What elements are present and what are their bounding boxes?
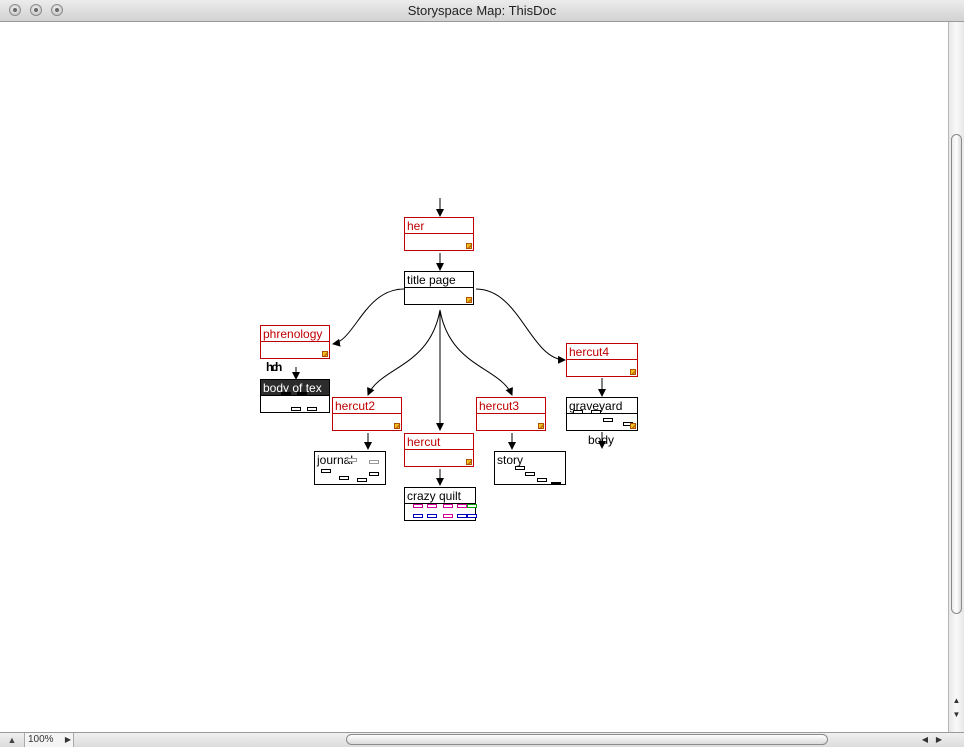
resize-handle-icon[interactable] [466,243,472,249]
zoom-arrow-icon: ▶ [64,735,71,744]
node-title: her [405,218,473,234]
child-node-thumb [537,478,547,482]
horizontal-scrollbar[interactable] [228,733,918,747]
node-crazy-quilt[interactable]: crazy quilt [404,487,477,521]
body-label: body [588,433,615,447]
vertical-scrollbar[interactable]: ▲ ▼ [948,22,964,732]
child-node-thumb [291,407,301,411]
child-node-thumb [591,410,601,414]
node-title: hercut4 [567,344,637,360]
resize-handle-icon[interactable] [630,369,636,375]
resize-handle-icon[interactable] [538,423,544,429]
node-title-page[interactable]: title page [404,271,474,305]
map-canvas[interactable]: her title page phrenology h...ch body of… [0,22,948,732]
child-node-thumb [573,410,583,414]
link-titlepage-hercut2 [367,309,441,396]
node-title: story [497,453,524,467]
node-body-of-text[interactable]: body of tex [260,379,330,413]
up-level-icon[interactable]: ▲ [7,735,17,745]
zoom-value: 100% [28,734,54,745]
child-node-thumb [347,458,357,462]
child-node-thumb [307,407,317,411]
minimize-button[interactable] [30,4,42,16]
zoom-control[interactable]: 100% ▶ [24,733,74,747]
link-titlepage-phrenology [332,288,405,347]
node-title: title page [405,272,473,288]
child-node-thumb [443,514,453,518]
scroll-right-arrow-icon[interactable]: ▶ [935,735,943,744]
child-node-thumb [281,392,291,396]
child-node-thumb [427,514,437,518]
node-title: crazy quilt [405,488,475,504]
link-arrows [292,198,606,486]
resize-handle-icon[interactable] [466,459,472,465]
node-hercut2[interactable]: hercut2 [332,397,402,431]
node-story[interactable]: story [494,451,566,485]
bottom-bar: ▲ 100% ▶ ◀ ▶ [0,732,964,747]
child-node-thumb [467,514,477,518]
node-hercut[interactable]: hercut [404,433,474,467]
child-node-thumb [603,418,613,422]
node-journal[interactable]: journal [314,451,386,485]
child-node-thumb [443,504,453,508]
child-node-thumb [457,504,467,508]
close-button[interactable] [9,4,21,16]
link-titlepage-hercut4 [475,288,566,364]
vertical-scroll-thumb[interactable] [951,134,962,614]
child-node-thumb [427,504,437,508]
child-node-thumb [339,476,349,480]
horizontal-scroll-thumb[interactable] [346,734,828,745]
node-title: hercut3 [477,398,545,414]
child-node-thumb [525,472,535,476]
child-node-thumb [413,514,423,518]
overlapping-labels: h...ch [266,360,282,374]
window-titlebar: Storyspace Map: ThisDoc [0,0,964,22]
node-graveyard[interactable]: graveyard [566,397,638,431]
child-node-thumb [321,469,331,473]
resize-handle-icon[interactable] [322,351,328,357]
child-node-thumb [515,466,525,470]
node-title: graveyard [567,398,637,414]
zoom-button[interactable] [51,4,63,16]
scroll-left-arrow-icon[interactable]: ◀ [921,735,929,744]
node-title: journal [317,453,354,467]
link-titlepage-hercut3 [439,309,513,396]
child-node-thumb [457,514,467,518]
window-title: Storyspace Map: ThisDoc [407,3,557,18]
node-hercut3[interactable]: hercut3 [476,397,546,431]
scroll-down-arrow-icon[interactable]: ▼ [952,710,961,719]
node-her[interactable]: her [404,217,474,251]
node-title: hercut2 [333,398,401,414]
child-node-thumb [369,472,379,476]
node-title: body of tex [261,380,329,396]
child-node-thumb [369,460,379,464]
scroll-up-arrow-icon[interactable]: ▲ [952,696,961,705]
node-phrenology[interactable]: phrenology [260,325,330,359]
node-hercut4[interactable]: hercut4 [566,343,638,377]
child-node-thumb [357,478,367,482]
child-node-thumb [297,392,307,396]
child-node-thumb [467,504,477,508]
child-node-thumb [551,482,561,484]
node-title: phrenology [261,326,329,342]
resize-handle-icon[interactable] [394,423,400,429]
child-node-thumb [413,504,423,508]
resize-handle-icon[interactable] [630,423,636,429]
node-title: hercut [405,434,473,450]
resize-handle-icon[interactable] [466,297,472,303]
